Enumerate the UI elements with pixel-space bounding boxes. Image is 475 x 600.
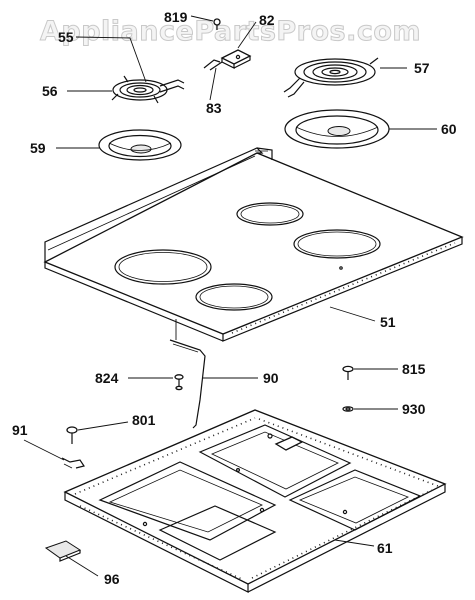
clip-91: [61, 457, 85, 469]
small-drip-pan-59: [98, 129, 182, 161]
callout-930: 930: [402, 401, 426, 417]
callout-83: 83: [206, 100, 222, 116]
callout-59: 59: [30, 140, 46, 156]
watermark-logo: AppliancePartsPros.com: [39, 16, 422, 48]
screw-819: [213, 18, 221, 30]
callout-801: 801: [132, 412, 156, 428]
leader-lines: [23, 15, 437, 577]
callout-61: 61: [377, 540, 393, 556]
callout-96: 96: [104, 571, 120, 587]
support-rod-90: [169, 339, 206, 429]
washer-930: [342, 406, 354, 412]
callout-55: 55: [58, 29, 74, 45]
large-drip-pan-60: [284, 109, 390, 149]
callout-824: 824: [95, 370, 119, 386]
large-surface-element-57: [283, 57, 379, 98]
terminal-block-82: [203, 49, 252, 71]
callout-82: 82: [259, 12, 275, 28]
screw-815: [342, 365, 354, 380]
callout-60: 60: [441, 121, 457, 137]
plate-96: [44, 540, 82, 562]
callout-90: 90: [263, 370, 279, 386]
main-top-51: [43, 147, 464, 342]
burner-box-61: [63, 409, 447, 593]
screw-824: [174, 374, 184, 391]
callout-56: 56: [42, 83, 58, 99]
callout-57: 57: [414, 60, 430, 76]
screw-801: [66, 426, 78, 444]
callout-815: 815: [402, 361, 426, 377]
callout-819: 819: [164, 9, 188, 25]
small-surface-element-56: [111, 75, 185, 104]
callout-51: 51: [380, 314, 396, 330]
callout-91: 91: [12, 422, 28, 438]
